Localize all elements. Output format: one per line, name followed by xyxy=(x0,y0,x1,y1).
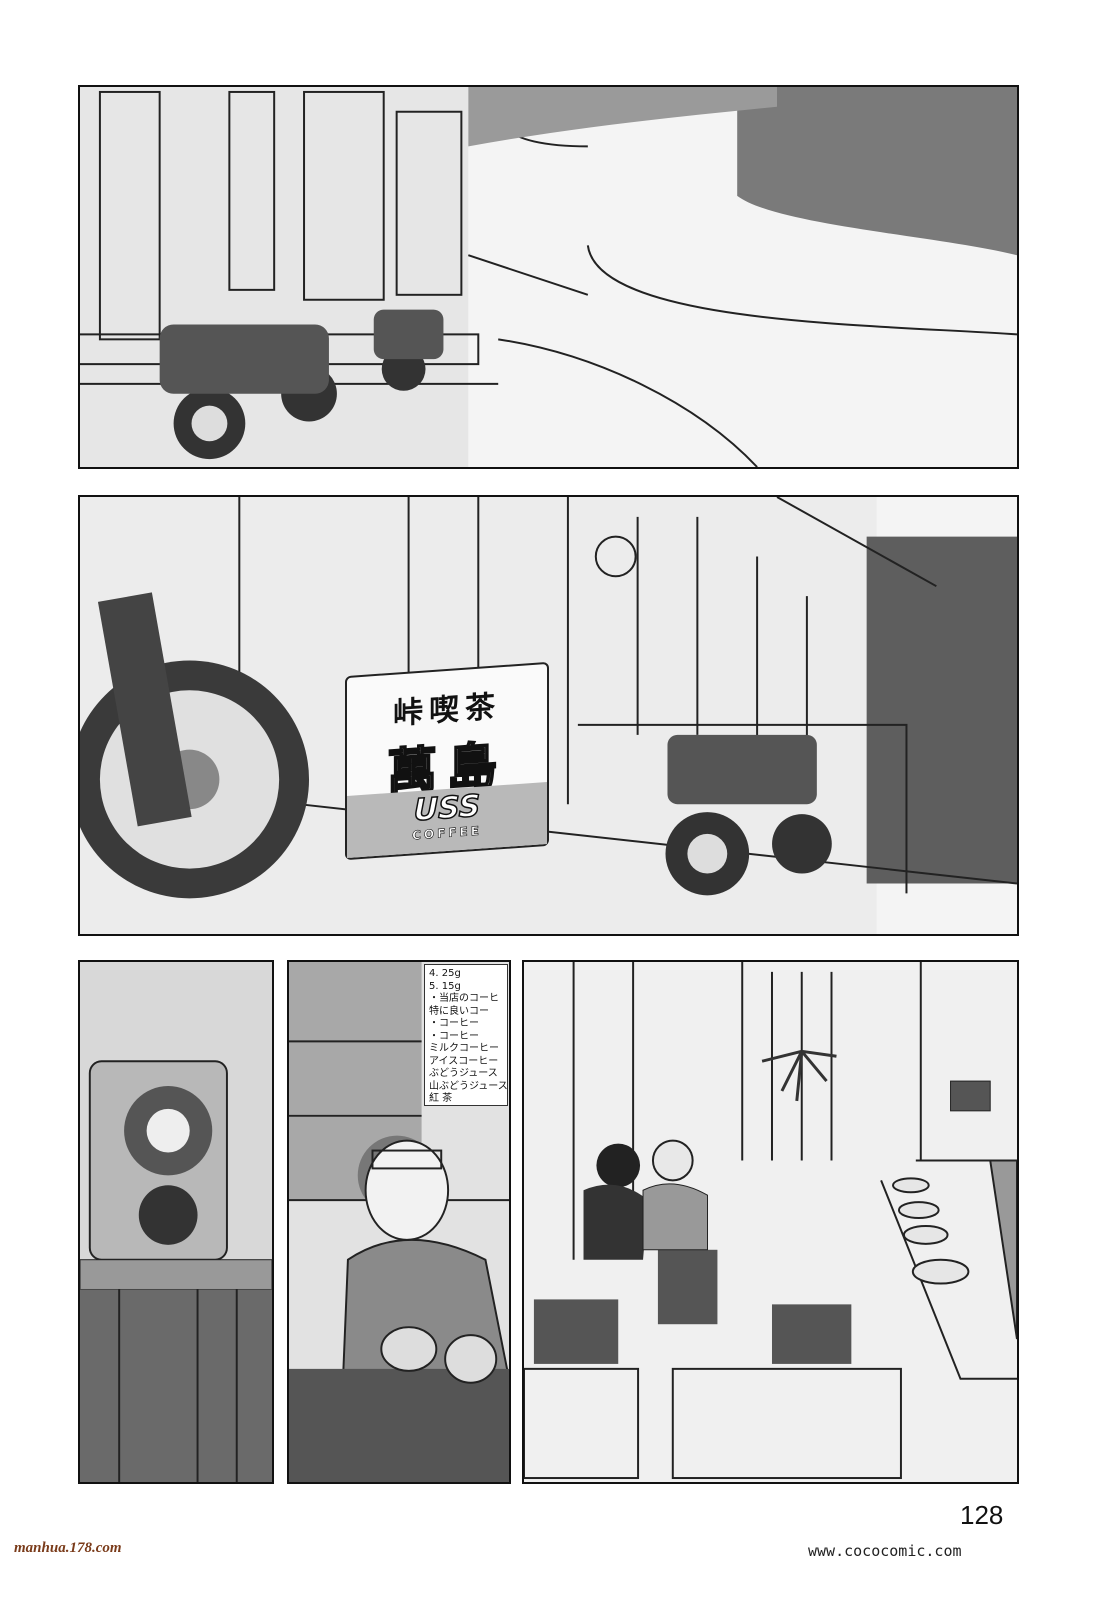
menu-line: 特に良いコー xyxy=(429,1005,489,1017)
cafe-signboard: 峠喫茶 萬島 USS COFFEE xyxy=(345,661,549,861)
menu-line: ぶどうジュース xyxy=(429,1068,498,1079)
cafe-owner-illustration xyxy=(289,962,509,1482)
panel-cafe-interior xyxy=(522,960,1019,1484)
menu-line: ミルクコーヒー xyxy=(429,1043,499,1054)
panel-speaker xyxy=(78,960,274,1484)
speaker-illustration xyxy=(80,962,272,1482)
menu-line: 5. 15g xyxy=(429,980,461,992)
cafe-interior-illustration xyxy=(524,962,1017,1482)
menu-line: 山ぶどうジュース xyxy=(429,1080,508,1092)
menu-line: ・当店のコーヒ xyxy=(429,993,499,1004)
menu-line: 紅 茶 xyxy=(429,1093,453,1104)
panel-cafe-owner: 4. 25g 5. 15g ・当店のコーヒ 特に良いコー ・コーヒー ・コーヒー… xyxy=(287,960,511,1484)
road-scene-illustration xyxy=(80,87,1017,467)
panel-cafe-sign-motorcycles: 峠喫茶 萬島 USS COFFEE xyxy=(78,495,1019,936)
watermark-right: www.cococomic.com xyxy=(808,1542,962,1560)
page-number: 128 xyxy=(960,1500,1004,1530)
menu-line: ・コーヒー xyxy=(429,1018,479,1029)
watermark-left: manhua.178.com xyxy=(14,1540,122,1556)
panel-cafe-exterior-road xyxy=(78,85,1019,469)
menu-line: 4. 25g xyxy=(429,968,461,979)
menu-line: アイスコーヒー xyxy=(429,1055,499,1067)
menu-board: 4. 25g 5. 15g ・当店のコーヒ 特に良いコー ・コーヒー ・コーヒー… xyxy=(424,964,508,1106)
sign-brand-band: USS COFFEE xyxy=(347,782,547,858)
menu-line: ・コーヒー xyxy=(429,1030,479,1042)
